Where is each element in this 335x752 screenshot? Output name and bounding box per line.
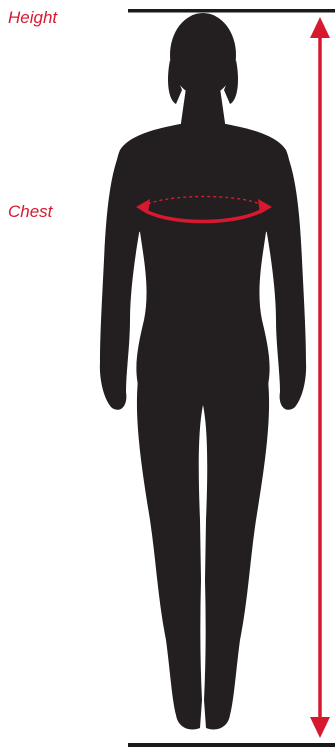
silhouette-head	[170, 13, 236, 97]
top-rule	[128, 9, 335, 13]
silhouette-torso	[116, 124, 291, 385]
height-arrow-top	[310, 17, 330, 38]
height-arrow-bottom	[310, 717, 330, 738]
silhouette-neck	[180, 88, 226, 130]
bottom-rule	[128, 743, 335, 747]
